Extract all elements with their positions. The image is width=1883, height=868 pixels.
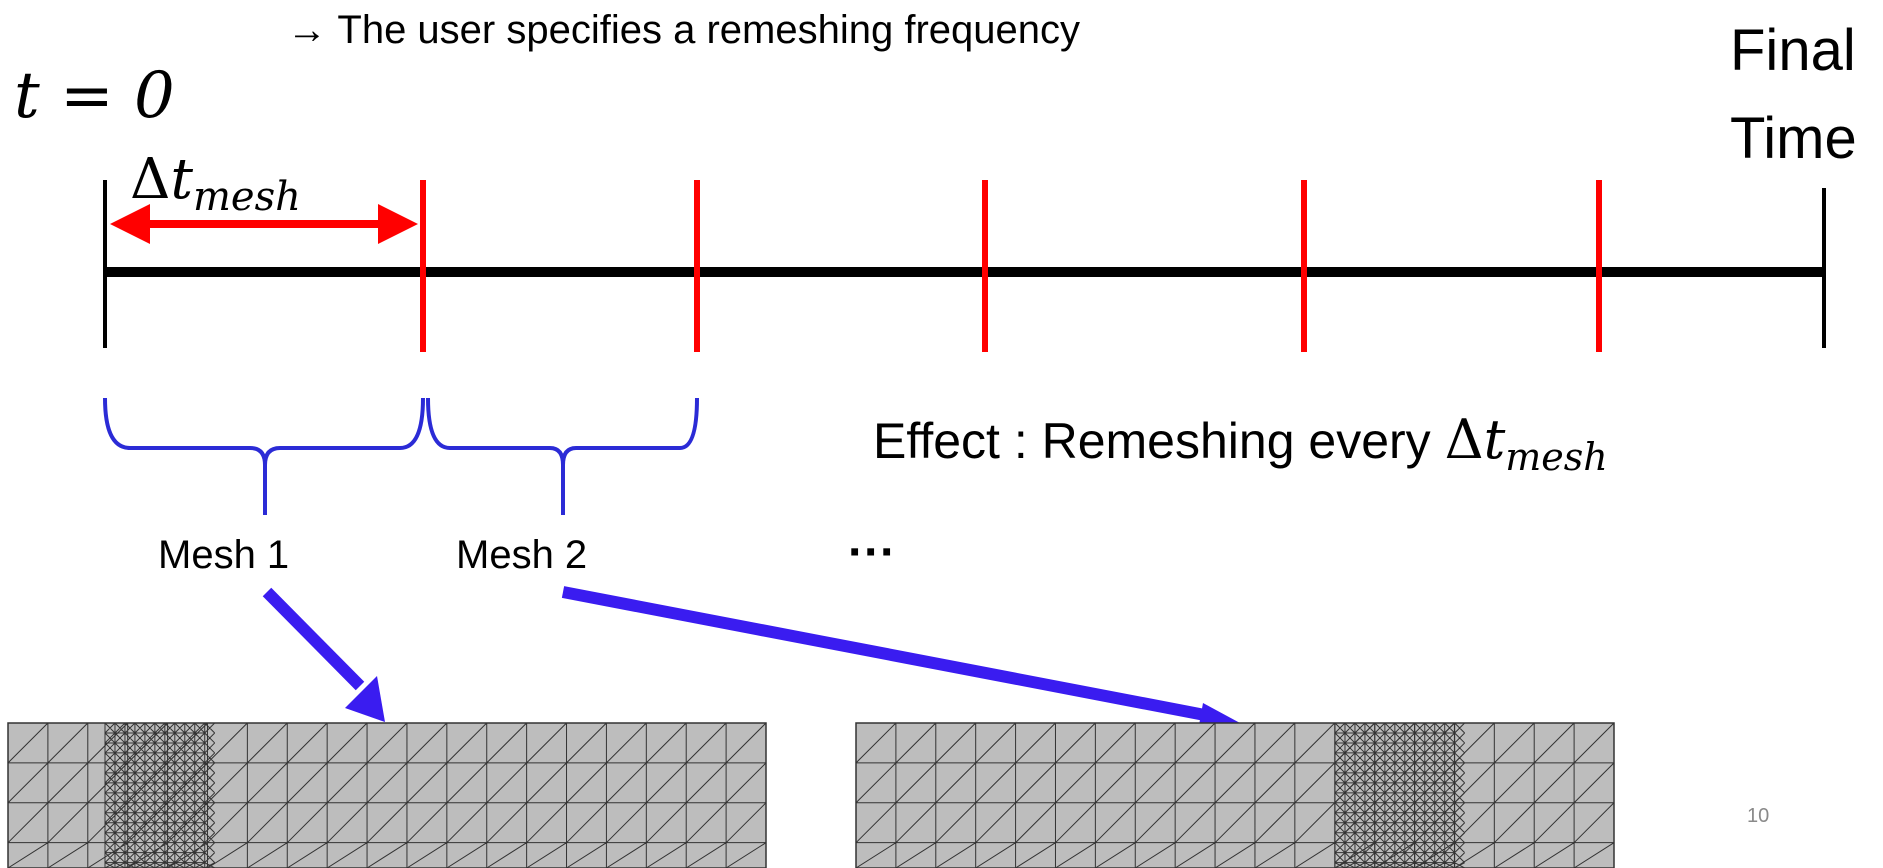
remesh-ticks [420, 180, 1602, 352]
effect-label: Effect : Remeshing every Δtmesh [873, 408, 1608, 479]
mesh-arrows [262, 586, 1240, 731]
mesh-2-panel [855, 722, 1615, 868]
brace-mesh-1 [103, 397, 425, 515]
mesh-1-panel [7, 722, 767, 868]
mesh-1-arrow-head [345, 676, 385, 722]
page-number: 10 [1747, 805, 1769, 827]
mesh-2-label: Mesh 2 [456, 533, 587, 577]
final-time-label-line2: Time [1730, 106, 1857, 171]
mesh-2-arrow-shaft [561, 586, 1212, 722]
mesh-1-arrow-shaft [262, 587, 365, 691]
header-note: → The user specifies a remeshing frequen… [287, 8, 1080, 52]
start-time-label: t = 0 [14, 59, 175, 133]
mesh-1-label: Mesh 1 [158, 533, 289, 577]
interval-label: Δtmesh [130, 147, 301, 220]
brace-mesh-2 [426, 397, 699, 515]
final-time-label-line1: Final [1730, 18, 1856, 83]
ellipsis: ··· [848, 526, 896, 579]
